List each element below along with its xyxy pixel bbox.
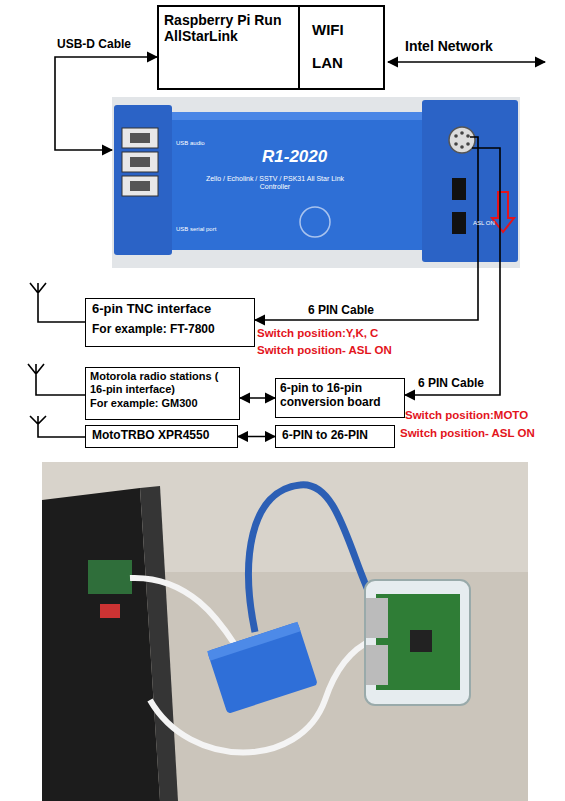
controller-photo [460,131,464,135]
setup-photo [140,486,178,801]
adapter-box: 6-pin to 16-pin conversion board [275,378,405,418]
setup-photo [100,604,120,618]
setup-photo [410,630,432,652]
controller-photo [172,112,422,120]
box-text: Zello / Echolink / SSTV / PSK31 All Star… [200,175,350,191]
antenna-symbol [30,283,85,322]
controller-photo [466,142,470,146]
controller-photo [122,152,158,172]
box-text: 6-pin TNC interface [92,302,248,317]
cable-connector [240,397,275,399]
cable-wire [470,137,478,268]
controller-photo [452,212,466,234]
controller-photo [172,112,422,250]
radio-box: MotoTRBO XPR4550 [85,425,238,448]
setup-photo [42,462,528,801]
cable-connector [55,57,157,150]
switch-note: Switch position:MOTO [405,409,528,422]
switch-note: Switch position- ASL ON [257,344,392,357]
switch-note: Switch position:Y,K, C [257,327,378,340]
box-text: MotoTRBO XPR4550 [92,429,231,443]
box-text: WIFI [312,21,383,38]
box-text: Motorola radio stations ( 16-pin interfa… [90,370,235,395]
box-text: For example: FT-7800 [92,323,248,337]
controller-photo [466,134,470,138]
setup-photo [42,488,160,801]
antenna-symbol [30,416,85,437]
box-text: For example: GM300 [90,397,235,410]
controller-photo [454,134,458,138]
cable-wire [472,148,500,268]
antenna-symbol [28,364,85,395]
cable-connector [405,268,500,395]
controller-photo [422,100,518,262]
setup-photo [88,560,132,594]
computer-box: Raspberry Pi Run AllStarLink [157,5,300,90]
connectors [55,57,500,437]
controller-photo [460,145,464,149]
cable-connector [238,436,275,438]
box-text: R1-2020 [262,147,327,167]
setup-photo [207,622,300,661]
controller-photo [130,133,150,143]
switch-arrow [492,192,514,232]
antenna-symbol [28,283,85,437]
switch-label: ASL ON [473,220,495,227]
controller-photo [454,142,458,146]
radio-box: Motorola radio stations ( 16-pin interfa… [85,367,240,420]
controller-photo [112,97,520,268]
controller-photo [114,105,172,255]
setup-photo [366,645,388,685]
cable-label: 6 PIN Cable [308,304,374,318]
controller-box: R1-2020Zello / Echolink / SSTV / PSK31 A… [112,97,520,268]
setup-photo [366,598,388,638]
controller-photo [449,127,475,153]
controller-photo [130,157,150,167]
cable-connector [255,268,478,320]
setup-photo [376,594,460,690]
setup-photo [249,485,378,632]
setup-photo [365,580,470,705]
box-text: Raspberry Pi Run AllStarLink [164,12,293,44]
cable-label: 6 PIN Cable [418,377,484,391]
network-label: Intel Network [405,38,493,54]
adapter-box: 6-PIN to 26-PIN [275,425,395,448]
controller-photo [300,207,330,237]
setup-photo [42,462,528,801]
radio-box: 6-pin TNC interfaceFor example: FT-7800 [85,298,255,347]
setup-photo [207,622,318,714]
box-text: 6-PIN to 26-PIN [282,429,388,443]
setup-photo [207,622,318,714]
controller-photo [130,181,150,191]
box-text: LAN [312,54,383,71]
controller-photo [122,128,158,148]
controller-photo [112,97,520,268]
port-label: USB serial port [176,226,216,233]
box-text: 6-pin to 16-pin conversion board [280,382,400,410]
port-label: USB audio [176,140,205,147]
switch-note: Switch position- ASL ON [400,427,535,440]
controller-photo [122,176,158,196]
network-arrow [388,61,545,63]
setup-photo [130,578,240,652]
network-box: WIFI LAN [300,5,385,90]
controller-photo [452,178,466,200]
cable-label: USB-D Cable [57,38,131,52]
